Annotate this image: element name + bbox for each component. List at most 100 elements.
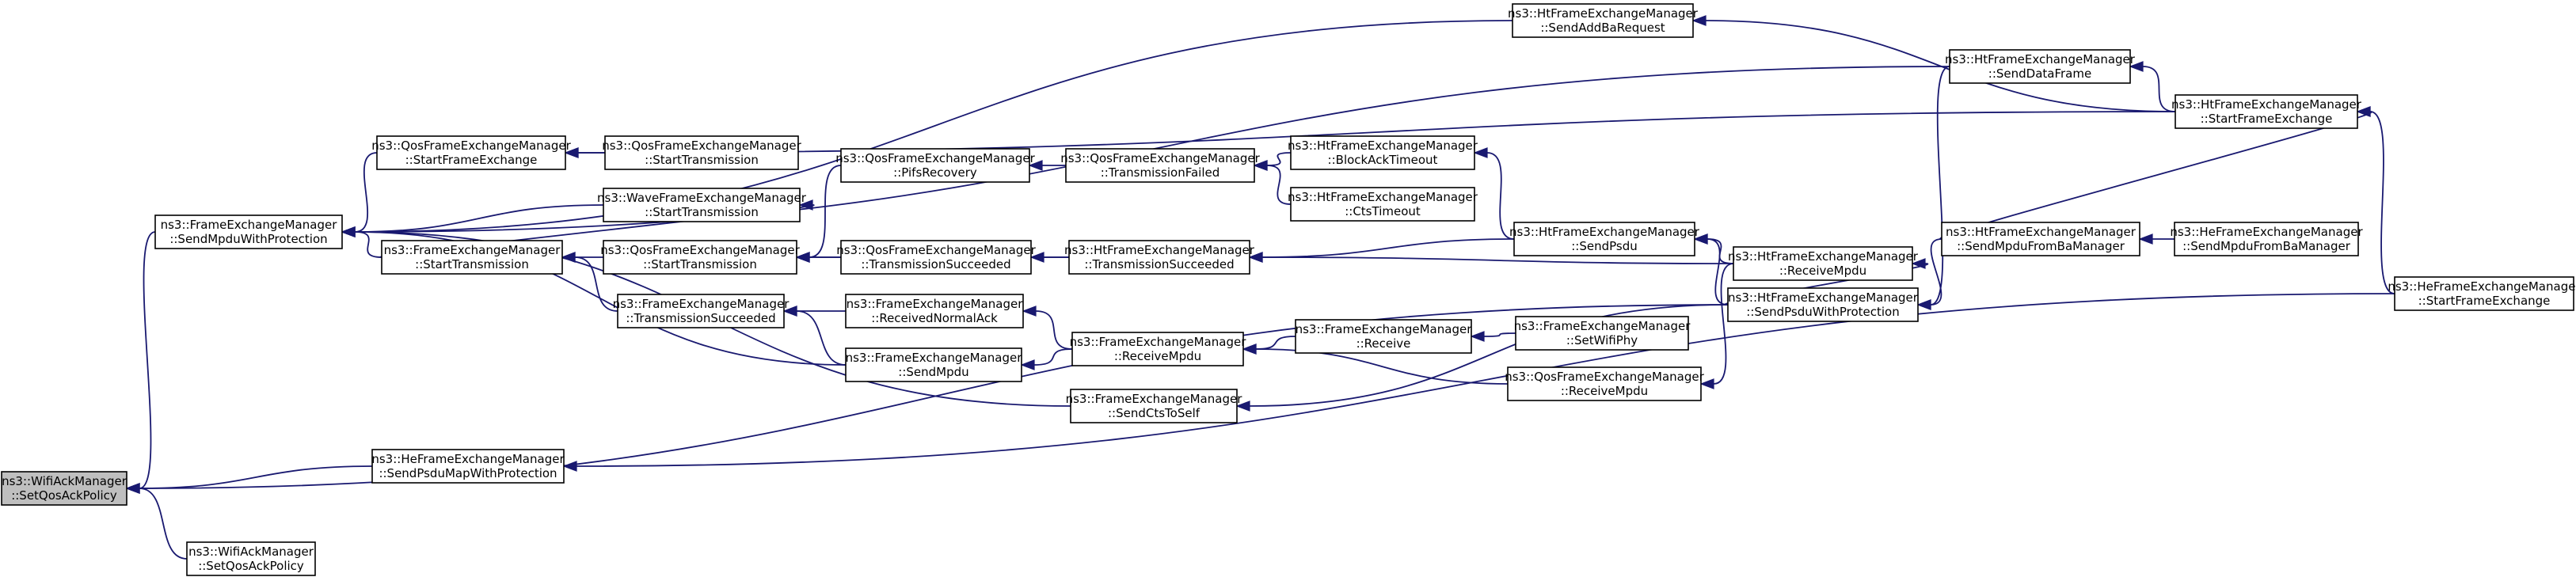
node-method-label: ::SendPsduWithProtection bbox=[1746, 305, 1899, 319]
arrow-head-icon bbox=[562, 461, 577, 472]
call-edge bbox=[1020, 348, 1073, 370]
node-box bbox=[1515, 316, 1689, 351]
edge-line bbox=[1249, 304, 1729, 407]
function-node-he-spmp[interactable]: ns3::HeFrameExchangeManager::SendPsduMap… bbox=[371, 449, 565, 484]
call-edge bbox=[561, 252, 618, 312]
node-method-label: ::SendAddBaRequest bbox=[1540, 21, 1665, 35]
edge-line bbox=[574, 256, 618, 312]
arrow-head-icon bbox=[1248, 252, 1263, 263]
node-box bbox=[1071, 332, 1244, 366]
function-node-ht-sp[interactable]: ns3::HtFrameExchangeManager::SendPsdu bbox=[1509, 222, 1700, 256]
node-box bbox=[1290, 187, 1475, 222]
arrow-head-icon bbox=[1235, 400, 1250, 412]
function-node-ht-ts[interactable]: ns3::HtFrameExchangeManager::Transmissio… bbox=[1064, 240, 1255, 275]
function-node-fe-smwp[interactable]: ns3::FrameExchangeManager::SendMpduWithP… bbox=[154, 214, 343, 249]
call-edge bbox=[125, 465, 373, 494]
function-node-ht-sfe[interactable]: ns3::HtFrameExchangeManager::StartFrameE… bbox=[2171, 94, 2362, 129]
node-box bbox=[617, 294, 785, 328]
call-edge bbox=[1248, 252, 1734, 264]
function-node-ht-bat[interactable]: ns3::HtFrameExchangeManager::BlockAckTim… bbox=[1288, 135, 1478, 170]
node-method-label: ::SetWifiPhy bbox=[1566, 333, 1638, 347]
node-class-label: ns3::WifiAckManager bbox=[188, 545, 314, 559]
node-box bbox=[1068, 240, 1250, 275]
function-node-qos-tf[interactable]: ns3::QosFrameExchangeManager::Transmissi… bbox=[1060, 148, 1261, 183]
function-node-he-sfe[interactable]: ns3::HeFrameExchangeManager::StartFrameE… bbox=[2388, 276, 2576, 311]
function-node-qos-ts[interactable]: ns3::QosFrameExchangeManager::Transmissi… bbox=[836, 240, 1037, 275]
function-node-fe-rm[interactable]: ns3::FrameExchangeManager::ReceiveMpdu bbox=[1070, 332, 1247, 366]
node-box bbox=[371, 449, 565, 484]
call-edge bbox=[1235, 304, 1729, 412]
function-node-qos-st2[interactable]: ns3::QosFrameExchangeManager::StartTrans… bbox=[600, 240, 801, 275]
node-box bbox=[1295, 319, 1472, 354]
arrow-head-icon bbox=[782, 306, 797, 317]
edge-line bbox=[354, 20, 1513, 233]
node-box bbox=[2175, 94, 2358, 129]
node-class-label: ns3::HtFrameExchangeManager bbox=[1508, 6, 1699, 21]
function-node-ht-cts[interactable]: ns3::HtFrameExchangeManager::CtsTimeout bbox=[1288, 187, 1478, 222]
arrow-head-icon bbox=[1028, 160, 1043, 171]
edge-line bbox=[576, 293, 2395, 467]
node-class-label: ns3::FrameExchangeManager bbox=[1066, 392, 1243, 406]
arrow-head-icon bbox=[1470, 331, 1485, 342]
function-node-ht-sdf[interactable]: ns3::HtFrameExchangeManager::SendDataFra… bbox=[1945, 49, 2136, 84]
arrow-head-icon bbox=[1253, 160, 1268, 171]
node-class-label: ns3::FrameExchangeManager bbox=[613, 297, 790, 311]
function-node-fe-ts[interactable]: ns3::FrameExchangeManager::TransmissionS… bbox=[613, 294, 790, 328]
node-box bbox=[2174, 222, 2359, 256]
node-class-label: ns3::QosFrameExchangeManager bbox=[600, 243, 800, 257]
node-box bbox=[845, 294, 1024, 328]
call-edge bbox=[1916, 66, 1950, 310]
node-class-label: ns3::QosFrameExchangeManager bbox=[1060, 151, 1260, 165]
node-class-label: ns3::QosFrameExchangeManager bbox=[835, 151, 1035, 165]
function-node-he-smfb[interactable]: ns3::HeFrameExchangeManager::SendMpduFro… bbox=[2170, 222, 2363, 256]
function-node-ht-sabr[interactable]: ns3::HtFrameExchangeManager::SendAddBaRe… bbox=[1508, 3, 1699, 38]
function-node-wam2[interactable]: ns3::WifiAckManager::SetQosAckPolicy bbox=[186, 541, 316, 576]
function-node-qos-pr[interactable]: ns3::QosFrameExchangeManager::PifsRecove… bbox=[835, 148, 1036, 183]
edge-line bbox=[1266, 152, 1292, 166]
arrow-head-icon bbox=[1242, 344, 1257, 355]
node-method-label: ::StartTransmission bbox=[645, 205, 759, 219]
function-node-qos-rm[interactable]: ns3::QosFrameExchangeManager::ReceiveMpd… bbox=[1505, 366, 1705, 401]
edge-line bbox=[1930, 66, 1950, 306]
node-class-label: ns3::HeFrameExchangeManager bbox=[371, 452, 565, 466]
arrow-head-icon bbox=[2129, 61, 2144, 72]
function-node-wave-st[interactable]: ns3::WaveFrameExchangeManager::StartTran… bbox=[597, 188, 807, 222]
function-node-ht-spwp[interactable]: ns3::HtFrameExchangeManager::SendPsduWit… bbox=[1727, 287, 1919, 322]
edge-line bbox=[1713, 263, 1734, 385]
call-edge bbox=[1029, 252, 1070, 263]
function-node-root[interactable]: ns3::WifiAckManager::SetQosAckPolicy bbox=[1, 471, 127, 506]
node-method-label: ::StartTransmission bbox=[645, 153, 759, 167]
node-method-label: ::Receive bbox=[1356, 336, 1411, 351]
node-method-label: ::SendPsduMapWithProtection bbox=[379, 466, 557, 480]
function-node-fe-rna[interactable]: ns3::FrameExchangeManager::ReceivedNorma… bbox=[845, 294, 1024, 328]
function-node-fe-rcv[interactable]: ns3::FrameExchangeManager::Receive bbox=[1295, 319, 1473, 354]
call-edge bbox=[1699, 263, 1734, 389]
arrow-head-icon bbox=[2138, 233, 2153, 245]
function-node-qos-sfe[interactable]: ns3::QosFrameExchangeManager::StartFrame… bbox=[371, 135, 572, 170]
edge-line bbox=[1255, 348, 1509, 385]
call-edge bbox=[782, 306, 847, 366]
node-method-label: ::SetQosAckPolicy bbox=[198, 559, 304, 573]
node-class-label: ns3::HeFrameExchangeManager bbox=[2170, 225, 2363, 239]
node-method-label: ::SendMpdu bbox=[898, 365, 968, 379]
edge-line bbox=[2369, 111, 2395, 294]
arrow-head-icon bbox=[1020, 359, 1035, 370]
call-edge bbox=[1028, 160, 1066, 171]
arrow-head-icon bbox=[798, 199, 813, 211]
function-node-fe-sm[interactable]: ns3::FrameExchangeManager::SendMpdu bbox=[845, 347, 1023, 382]
function-node-ht-rm[interactable]: ns3::HtFrameExchangeManager::ReceiveMpdu bbox=[1728, 246, 1919, 281]
function-node-fe-st[interactable]: ns3::FrameExchangeManager::StartTransmis… bbox=[381, 240, 563, 275]
function-node-fe-scts[interactable]: ns3::FrameExchangeManager::SendCtsToSelf bbox=[1066, 389, 1243, 423]
node-class-label: ns3::HtFrameExchangeManager bbox=[2171, 97, 2362, 112]
node-box bbox=[1512, 3, 1694, 38]
node-method-label: ::StartFrameExchange bbox=[2418, 294, 2551, 308]
function-node-ht-smfb[interactable]: ns3::HtFrameExchangeManager::SendMpduFro… bbox=[1941, 222, 2140, 256]
edge-line bbox=[1707, 238, 1729, 306]
node-box bbox=[840, 240, 1032, 275]
node-box bbox=[376, 135, 566, 170]
node-class-label: ns3::QosFrameExchangeManager bbox=[371, 139, 571, 153]
node-method-label: ::ReceivedNormalAck bbox=[871, 311, 998, 325]
node-method-label: ::StartFrameExchange bbox=[405, 153, 538, 167]
function-node-qos-st1[interactable]: ns3::QosFrameExchangeManager::StartTrans… bbox=[602, 135, 802, 170]
function-node-fe-swp[interactable]: ns3::FrameExchangeManager::SetWifiPhy bbox=[1514, 316, 1691, 351]
